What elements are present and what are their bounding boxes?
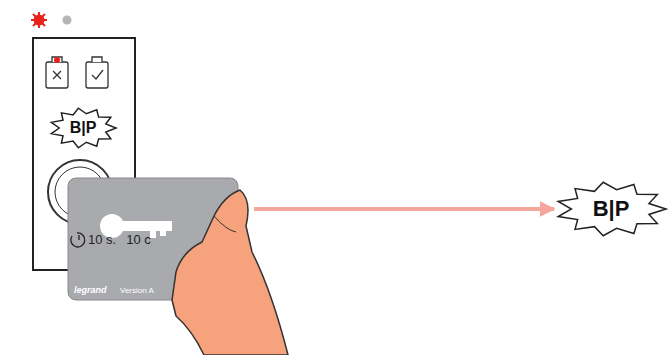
- beep-text: B|P: [593, 196, 630, 222]
- beep-text: B|P: [70, 119, 97, 137]
- beep-burst-node: B|P: [556, 182, 666, 236]
- beep-burst-node: B|P: [50, 108, 116, 148]
- flow-arrow: [254, 207, 554, 211]
- red-led: [31, 12, 47, 28]
- hand: [172, 190, 288, 355]
- finger-line: [214, 216, 236, 232]
- duration-label: 10 s.: [88, 232, 116, 247]
- brand-text: legrand: [74, 285, 107, 295]
- luggage-check-icon: [86, 57, 108, 88]
- version-text: Version A: [120, 286, 154, 295]
- timer-icon: [71, 233, 85, 247]
- duration-label: 10 c: [126, 232, 151, 247]
- grey-led: [63, 16, 72, 25]
- luggage-cross-icon: [46, 57, 68, 88]
